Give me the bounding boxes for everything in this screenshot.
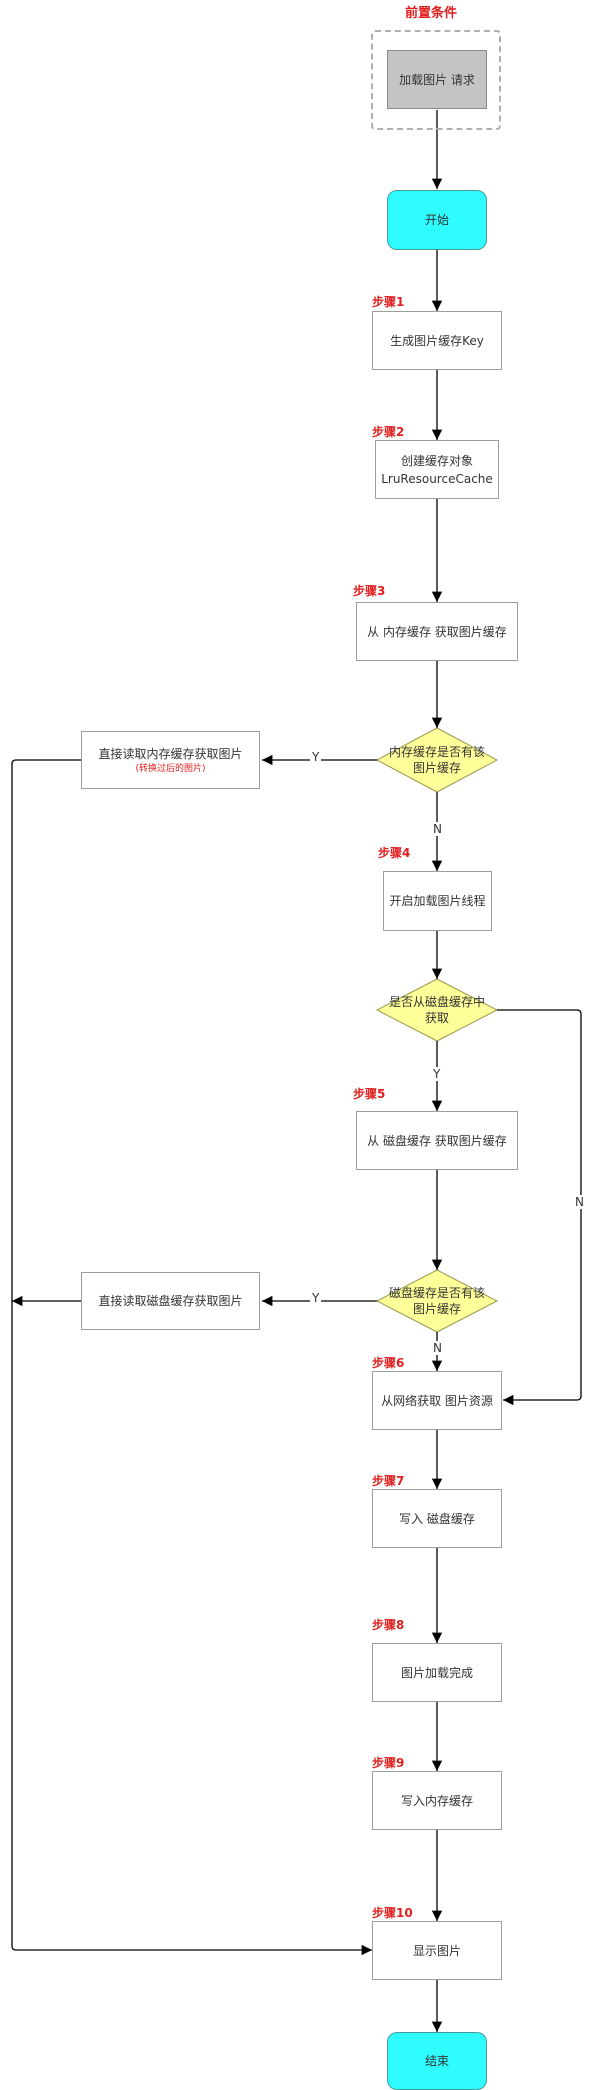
step9-label: 步骤9 <box>372 1756 405 1770</box>
start-node: 开始 <box>387 190 487 250</box>
create-cache-node: 创建缓存对象 LruResourceCache <box>375 440 499 499</box>
edge-memdirect-to-show <box>11 759 372 1956</box>
disk-check-no-label: N <box>431 1341 444 1355</box>
step8-label: 步骤8 <box>372 1618 405 1632</box>
end-node: 结束 <box>387 2032 487 2090</box>
disk-check-text: 磁盘缓存是否有该 图片缓存 <box>377 1281 497 1321</box>
mem-direct-line: 直接读取内存缓存获取图片 <box>98 747 243 761</box>
load-done-node: 图片加载完成 <box>372 1643 502 1702</box>
step10-label: 步骤10 <box>372 1906 413 1920</box>
mem-direct-node: 直接读取内存缓存获取图片 (转换过后的图片) <box>81 731 260 789</box>
mem-check-yes-label: Y <box>310 750 322 764</box>
precondition-frame <box>371 30 501 130</box>
mem-check-no-label: N <box>431 822 444 836</box>
network-node: 从网络获取 图片资源 <box>372 1371 502 1430</box>
load-thread-node: 开启加载图片线程 <box>383 871 492 931</box>
disk-decide-yes-label: Y <box>431 1067 443 1081</box>
mem-read-node: 从 内存缓存 获取图片缓存 <box>356 602 518 661</box>
disk-direct-node: 直接读取磁盘缓存获取图片 <box>81 1272 260 1330</box>
step7-label: 步骤7 <box>372 1474 405 1488</box>
disk-check-line1: 磁盘缓存是否有该 <box>388 1286 485 1300</box>
create-cache-line1: 创建缓存对象 <box>400 453 473 468</box>
write-disk-node: 写入 磁盘缓存 <box>372 1489 502 1548</box>
show-node: 显示图片 <box>372 1921 502 1980</box>
precondition-title: 前置条件 <box>405 6 458 21</box>
disk-read-node: 从 磁盘缓存 获取图片缓存 <box>356 1111 518 1170</box>
precondition-node: 加载图片 请求 <box>387 50 487 109</box>
disk-check-yes-label: Y <box>310 1291 322 1305</box>
step3-label: 步骤3 <box>353 584 386 598</box>
mem-check-line1: 内存缓存是否有该 <box>388 745 485 759</box>
step2-label: 步骤2 <box>372 425 405 439</box>
disk-decide-line2: 获取 <box>424 1011 449 1025</box>
edge-diskdecide-no <box>497 1009 582 1406</box>
gen-key-node: 生成图片缓存Key <box>372 311 502 370</box>
step5-label: 步骤5 <box>353 1087 386 1101</box>
step6-label: 步骤6 <box>372 1356 405 1370</box>
step4-label: 步骤4 <box>378 846 411 860</box>
step1-label: 步骤1 <box>372 295 405 309</box>
create-cache-line2: LruResourceCache <box>381 471 493 486</box>
mem-check-line2: 图片缓存 <box>412 761 461 775</box>
disk-check-line2: 图片缓存 <box>412 1302 461 1316</box>
mem-direct-note: (转换过后的图片) <box>135 764 206 774</box>
mem-check-text: 内存缓存是否有该 图片缓存 <box>377 740 497 780</box>
disk-decide-text: 是否从磁盘缓存中 获取 <box>377 990 497 1030</box>
disk-decide-line1: 是否从磁盘缓存中 <box>388 995 485 1009</box>
write-mem-node: 写入内存缓存 <box>372 1771 502 1830</box>
disk-decide-no-label: N <box>573 1195 586 1209</box>
